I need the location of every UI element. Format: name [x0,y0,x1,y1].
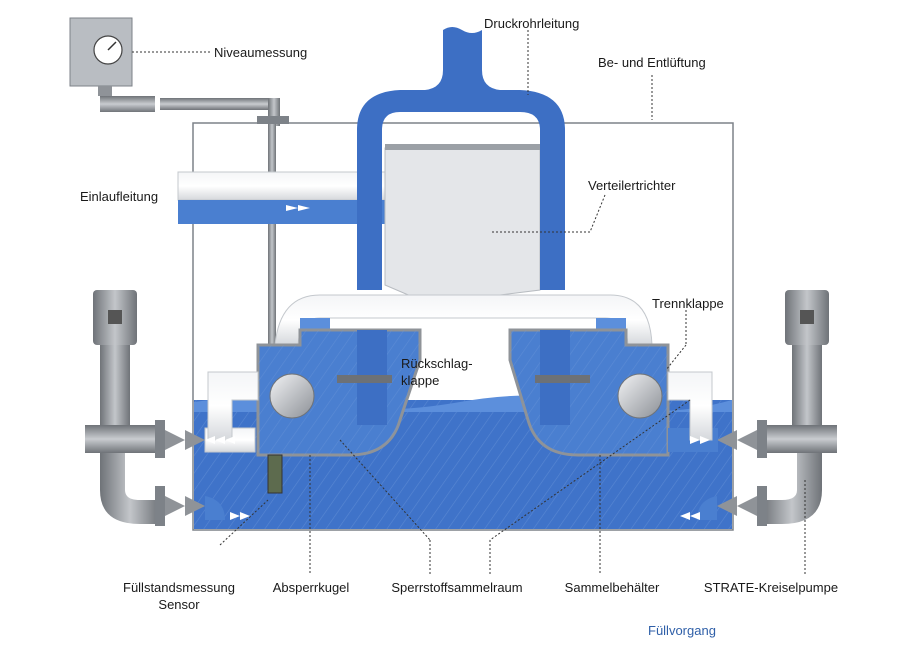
label-sperrstoffsammelraum: Sperrstoffsammelraum [391,580,523,595]
label-rueckschlagklappe-2: klappe [401,373,440,388]
pressure-pipe [357,27,565,290]
shutoff-ball-right [617,373,663,419]
label-kreiselpumpe: STRATE-Kreiselpumpe [703,580,839,595]
distribution-funnel [384,144,541,301]
label-fuellstandsmessung-1: Füllstandsmessung [123,580,235,595]
label-einlaufleitung: Einlaufleitung [80,189,159,204]
label-sammelbehaelter: Sammelbehälter [564,580,660,595]
label-trennklappe: Trennklappe [652,296,724,311]
label-druckrohrleitung: Druckrohrleitung [484,16,580,31]
level-measurement-unit [69,17,289,350]
label-fuellstandsmessung-2: Sensor [158,597,200,612]
label-rueckschlagklappe-1: Rückschlag- [401,356,473,371]
leader-lines [132,30,806,575]
left-chamber [256,328,422,457]
figure-caption: Füllvorgang [648,623,716,638]
shutoff-ball-left [269,373,315,419]
flow-arrows [205,436,710,520]
level-sensor [267,454,283,494]
left-pump [85,290,259,526]
label-verteilertrichter: Verteilertrichter [588,178,676,193]
right-chamber [508,328,670,457]
label-niveaumessung: Niveaumessung [214,45,308,60]
label-be-entlueftung: Be- und Entlüftung [598,55,706,70]
label-absperrkugel: Absperrkugel [272,580,350,595]
